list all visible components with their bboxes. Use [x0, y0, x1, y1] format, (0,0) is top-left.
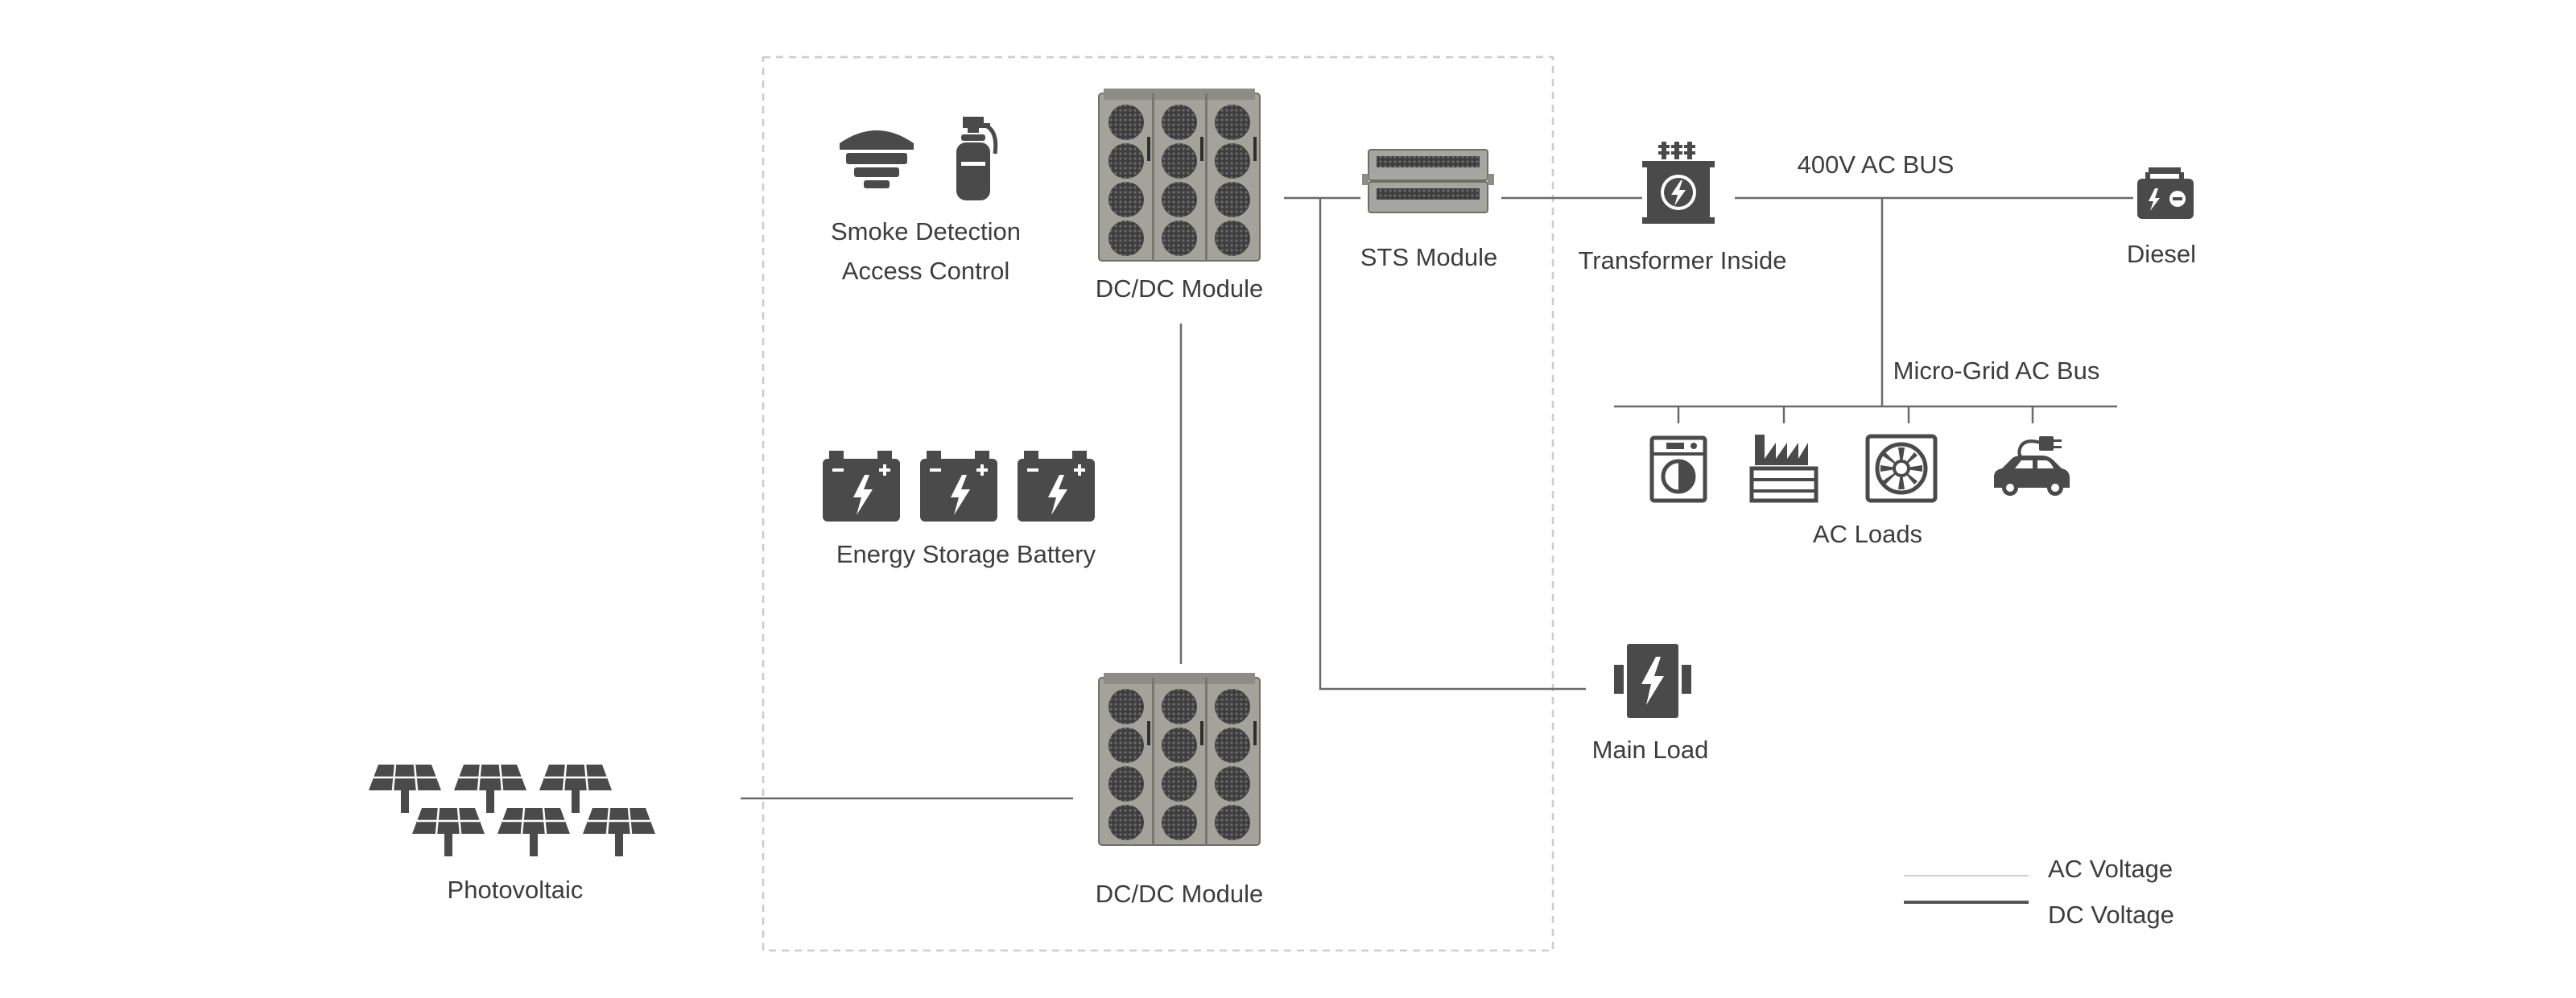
diesel-label: Diesel — [2126, 240, 2197, 268]
dcdc-module-top-image — [1098, 88, 1261, 262]
solar-panel-icon — [367, 763, 443, 814]
connection-lines — [741, 196, 2133, 800]
ev-car-icon — [1994, 436, 2070, 496]
photovoltaic-label: Photovoltaic — [447, 876, 584, 904]
solar-panel-icon — [496, 806, 572, 858]
legend-dc-label: DC Voltage — [2048, 901, 2174, 929]
transformer-icon — [1642, 142, 1715, 224]
photovoltaic-array — [367, 763, 657, 858]
dcdc-module-bottom-label: DC/DC Module — [1095, 880, 1264, 908]
legend-ac-label: AC Voltage — [2048, 855, 2174, 883]
solar-panel-icon — [411, 806, 486, 858]
smoke-detector-icon — [840, 130, 914, 188]
ac-loads-label: AC Loads — [1812, 520, 1923, 548]
access-control-label: Access Control — [841, 257, 1010, 285]
transformer-label: Transformer Inside — [1578, 246, 1787, 274]
battery-icon — [920, 451, 997, 522]
micro-grid-label: Micro-Grid AC Bus — [1893, 357, 2100, 385]
ac-bus-label: 400V AC BUS — [1797, 151, 1955, 179]
sts-module-label: STS Module — [1360, 243, 1498, 271]
energy-storage-label: Energy Storage Battery — [836, 540, 1096, 568]
battery-icon — [1018, 451, 1095, 522]
main-load-line — [1319, 198, 1586, 691]
solar-panel-icon — [581, 806, 657, 858]
washing-machine-icon — [1649, 435, 1707, 503]
battery-icon — [823, 451, 900, 522]
system-boundary — [762, 56, 1554, 952]
fan-icon — [1865, 434, 1938, 503]
dcdc-module-bottom-image — [1098, 672, 1261, 846]
diesel-generator-icon — [2137, 167, 2194, 219]
solar-panel-icon — [538, 763, 613, 814]
factory-icon — [1749, 435, 1818, 503]
smoke-detection-label: Smoke Detection — [830, 217, 1022, 245]
fire-extinguisher-icon — [956, 117, 998, 200]
solar-panel-icon — [452, 763, 528, 814]
dcdc-module-top-label: DC/DC Module — [1095, 274, 1264, 303]
main-load-icon — [1614, 644, 1691, 718]
main-load-label: Main Load — [1591, 736, 1709, 764]
sts-module-image — [1362, 149, 1494, 213]
